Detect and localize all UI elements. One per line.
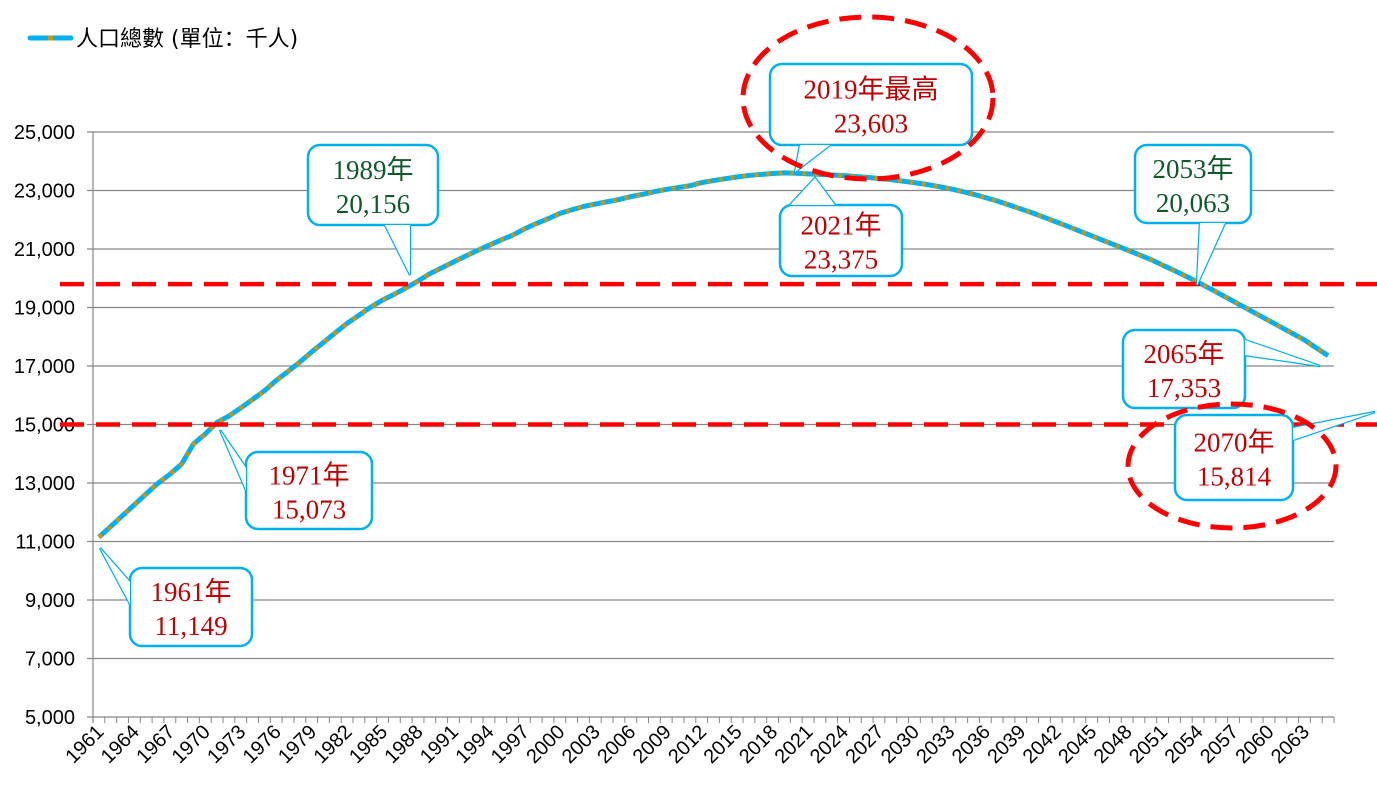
highlight-ellipses [740,14,1339,531]
y-tick-label: 15,000 [14,415,75,437]
callout: 1971年 15,073 [218,429,374,531]
highlight-ellipse-peak [740,14,996,182]
y-axis-tick-labels: 5,000 7,000 9,000 11,000 13,000 15,000 17,000 1… [14,122,75,729]
callout-pointer-fill [790,178,835,205]
x-tick-label: 2021 [771,721,818,768]
callout-box [778,203,904,278]
x-tick-label: 2009 [629,721,676,768]
y-tick-label: 23,000 [14,181,75,203]
x-tick-label: 1982 [310,721,357,768]
callout-year-label: 2053年 [1153,154,1234,184]
callout-pointer-fill [1293,412,1375,440]
x-tick-label: 2000 [522,721,569,768]
x-tick-label: 2003 [558,721,605,768]
callout-box [306,143,440,227]
callout-pointer-fill [1245,340,1320,366]
x-tick-label: 2030 [877,721,924,768]
callout-pointer-fill [220,430,246,490]
callout-year-label: 1989年 [333,155,414,185]
callout-box [1133,143,1253,225]
x-tick-label: 1967 [132,721,179,768]
x-tick-label: 2006 [593,721,640,768]
x-tick-label: 2048 [1090,721,1137,768]
callout-value-label: 15,814 [1197,462,1272,492]
callout-year-label: 1961年 [151,577,232,607]
x-tick-label: 1964 [97,721,144,768]
x-tick-label: 2054 [1161,721,1208,768]
x-tick-label: 1988 [381,721,428,768]
callout-box [128,566,254,648]
legend-label: 人口總數 (單位：千人) [76,27,298,52]
callout-box [768,62,974,147]
callout-value-label: 17,353 [1147,373,1221,403]
y-tick-label: 7,000 [25,649,75,671]
callout-value-label: 20,156 [336,189,410,219]
y-tick-label: 5,000 [25,707,75,729]
x-tick-label: 1976 [239,721,286,768]
callout-box [1173,413,1295,502]
x-tick-label: 2045 [1054,721,1101,768]
x-tick-label: 2051 [1125,721,1172,768]
y-tick-label: 17,000 [14,356,75,378]
highlight-ellipse-2070 [1125,401,1339,531]
y-tick-label: 19,000 [14,298,75,320]
legend-dot-icon [48,35,53,41]
callout-value-label: 15,073 [272,495,346,525]
y-tick-label: 13,000 [14,473,75,495]
series-population [97,170,1330,540]
callout-year-label: 2021年 [801,211,882,241]
callout: 1961年 11,149 [98,547,254,648]
y-tick-label: 21,000 [14,239,75,261]
callout-year-label: 2065年 [1144,339,1225,369]
callout-value-label: 23,375 [804,245,878,275]
x-tick-label: 2063 [1267,721,1314,768]
x-axis: 1961196419671970197319761979198219851988… [61,717,1335,768]
x-tick-label: 2015 [700,721,747,768]
legend: 人口總數 (單位：千人) [27,27,298,52]
x-tick-label: 2012 [664,721,711,768]
y-tick-label: 25,000 [14,122,75,144]
callout-pointer-fill [795,145,830,172]
callout-pointer-fill [100,548,130,604]
x-tick-label: 1997 [487,721,534,768]
callout: 2065年 17,353 [1121,328,1321,410]
x-tick-label: 2042 [1019,721,1066,768]
callout: 2021年 23,375 [778,176,904,278]
callout: 2070年 15,814 [1173,410,1376,502]
callout-value-label: 20,063 [1156,188,1230,218]
x-tick-label: 2060 [1232,721,1279,768]
x-tick-label: 1973 [203,721,250,768]
x-tick-label: 1970 [168,721,215,768]
callout-box [1121,328,1247,410]
x-tick-label: 2036 [948,721,995,768]
y-tick-label: 11,000 [15,532,75,554]
callout: 1989年 20,156 [306,143,440,276]
callout-value-label: 23,603 [834,109,908,139]
y-tick-label: 9,000 [25,590,75,612]
x-tick-label: 1994 [451,721,498,768]
population-line [97,170,1330,540]
x-tick-label: 2033 [912,721,959,768]
callout-year-label: 2019年最高 [804,75,939,105]
x-tick-label: 1991 [416,721,463,768]
x-tick-label: 2039 [983,721,1030,768]
x-tick-label: 1979 [274,721,321,768]
callout-year-label: 2070年 [1194,428,1275,458]
x-tick-label: 2018 [735,721,782,768]
x-tick-label: 2027 [841,721,888,768]
x-tick-label: 1985 [345,721,392,768]
callout: 2053年 20,063 [1133,143,1253,286]
x-tick-label: 2024 [806,721,853,768]
callout-year-label: 1971年 [269,461,350,491]
x-tick-label: 2057 [1196,721,1243,768]
callout-value-label: 11,149 [154,611,227,641]
callout-box [244,450,374,531]
callout: 2019年最高 23,603 [768,62,974,175]
callout-pointer-fill [1197,223,1225,285]
callouts: 1961年 11,149 1971年 15,073 1989年 20,156 2019年最高… [98,62,1376,648]
callout-pointer-fill [385,225,410,275]
